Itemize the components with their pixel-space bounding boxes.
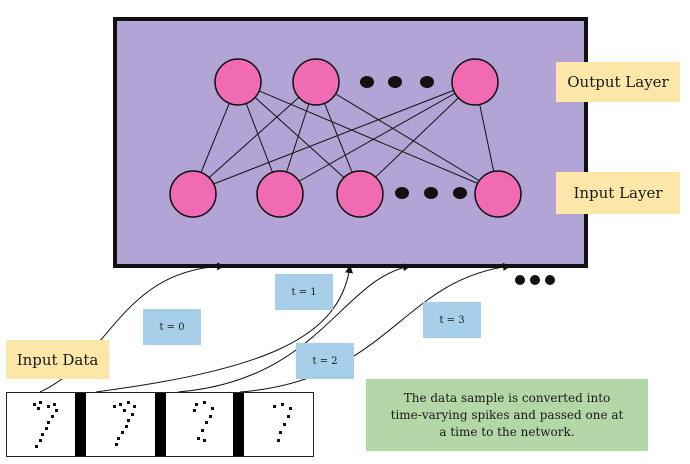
input-sample-strip [6,392,314,457]
spike-frame-0 [25,399,73,451]
frame-separator [155,393,166,456]
output-neuron [214,58,262,106]
timestep-t0: t = 0 [143,309,201,345]
arrow-t1 [95,265,354,393]
input-neuron [256,170,304,218]
output-layer-label: Output Layer [556,62,680,102]
timestep-t3: t = 3 [423,302,481,338]
explanation-text: The data sample is converted into time-v… [390,390,624,439]
input-layer-label: Input Layer [556,172,680,214]
input-neuron [474,170,522,218]
timestep-t2: t = 2 [296,343,354,379]
timestep-t1: t = 1 [275,274,333,310]
arrow-t2 [177,263,411,393]
spike-frame-3 [259,399,307,451]
spike-frame-1 [103,399,151,451]
arrow-t3 [239,262,511,393]
network-box [113,17,588,268]
output-neuron [292,58,340,106]
time-ellipsis [515,275,555,285]
input-ellipsis [395,187,467,199]
input-neuron [336,170,384,218]
spike-frame-2 [183,399,231,451]
input-data-label: Input Data [6,340,109,379]
output-ellipsis [360,76,434,88]
frame-separator [75,393,86,456]
output-neuron [451,58,499,106]
explanation-note: The data sample is converted into time-v… [366,379,648,451]
frame-separator [233,393,244,456]
input-neuron [169,170,217,218]
